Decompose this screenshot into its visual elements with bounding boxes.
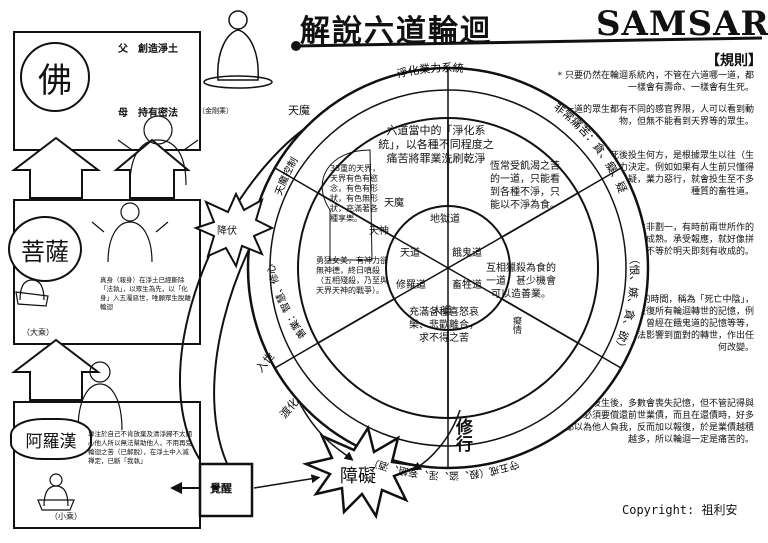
rules-heading: 【規則】 <box>706 53 762 69</box>
arhat-desc: 專注於自己不肯放棄及清淨歸不太關心他人所以無法幫助他人，不用再受輪迴之苦（已解脫… <box>88 430 192 465</box>
sector-human-text: 充滿各種喜怒哀樂、悲歡離合，求不得之苦 <box>409 307 479 344</box>
buddha-mother-text: 母 持有密法 <box>118 108 178 119</box>
rule-paragraph: * 只要仍然在輪迴系統內，不管在六道哪一道，都一樣會有壽命、一樣會有生死。 <box>557 71 754 93</box>
label-nagqing: 癡情 <box>511 316 521 334</box>
jiangfu-burst <box>193 191 275 269</box>
title-underline <box>291 36 763 51</box>
arhat-label: 阿羅漢 <box>10 418 92 460</box>
realm-human: 人道 <box>432 306 452 317</box>
guardian-figure-icon <box>117 115 199 186</box>
rule-paragraph: * 死亡後直至投生前的時間，稱為「死亡中陰」，在此期間，亡者將會恢復所有輪迴轉世… <box>555 295 754 353</box>
buddha-figure-icon <box>203 10 273 89</box>
arhat-figure-icon <box>77 361 123 431</box>
label-tianshen: 天神 <box>369 226 389 237</box>
arhat-note: （小乘） <box>50 512 82 521</box>
label-tianmo: 天魔 <box>288 104 310 117</box>
rule-paragraph: 每一道的眾生都有不同的感官界限，人可以看到動物，但無不能看到天界等的眾生。 <box>555 105 754 127</box>
label-jiangfu: 降伏 <box>217 226 237 237</box>
sector-hungry-text: 恆常受飢渴之苦的一道，只能看到各種不淨，只能以不淨為食。 <box>490 161 560 211</box>
bodhisattva-label: 菩薩 <box>8 216 82 282</box>
wheel <box>246 66 650 470</box>
sector-animal-text: 互相獵殺為食的一道，甚少機會可以造善業。 <box>486 263 556 300</box>
rule-paragraph: * 在輪迴中，死後投生何方，是根據眾生以往（生前 + 前世）業力決定。例如如果有… <box>555 151 754 197</box>
juexing-box <box>198 462 254 518</box>
label-juexing: 覺醒 <box>210 482 232 495</box>
sector-top-text: 六道當中的「淨化系統」，以各種不同程度之痛苦將罪業洗刷乾淨 <box>378 124 494 165</box>
label-xiuxing: 修行 <box>452 418 472 452</box>
rule-paragraph: * 業力果報成熟時間並非劃一，有時前兩世所作的惡因，有機會今生才會成熟。承受報應… <box>555 223 754 257</box>
bodhisattva-desc: 真身（報身）在淨土已經斷除「法執」，以眾生為先，以「化身」入五濁惡世，唯願眾生脫… <box>100 276 191 311</box>
sector-asura-text: 勇猛女美，有神力卻無神德，終日嗔殺（五相殘殺，乃至與天界天神的戰爭）。 <box>316 256 388 295</box>
up-arrow-2 <box>11 338 101 401</box>
buddha-label: 佛 <box>20 42 90 112</box>
realm-asura: 修羅道 <box>396 280 426 291</box>
copyright: Copyright: 祖利安 <box>622 503 738 517</box>
realm-hell: 地獄道 <box>430 214 460 225</box>
realm-hungry-ghost: 餓鬼道 <box>452 248 482 259</box>
bodhisattva-figure-icon <box>91 202 169 263</box>
buddha-father-text: 父 創造淨土 <box>118 44 178 55</box>
label-zhangai: 障礙 <box>340 466 376 487</box>
rule-paragraph: * 轉世投生後，多數會喪失記憶，但不管記得與否，都必須要償還前世業債，而且在還債… <box>555 399 754 445</box>
sector-heaven-text: 33重的天界，天界有色有慾念，有色有形狀，有色無形狀，充滿著各種享樂。 <box>330 164 381 223</box>
zhangai-burst <box>301 424 425 520</box>
bodhisattva-note: （大乘） <box>22 328 54 337</box>
buddha-mother-note: （金剛乘） <box>198 107 233 115</box>
realm-heaven: 天道 <box>400 248 420 259</box>
small-arhat-figure-icon <box>37 473 75 511</box>
realm-animal: 畜牲道 <box>452 280 482 291</box>
label-tiandao-outer: 天魔 <box>384 198 404 209</box>
up-arrow-1 <box>11 136 101 199</box>
up-arrow-3 <box>113 138 191 199</box>
